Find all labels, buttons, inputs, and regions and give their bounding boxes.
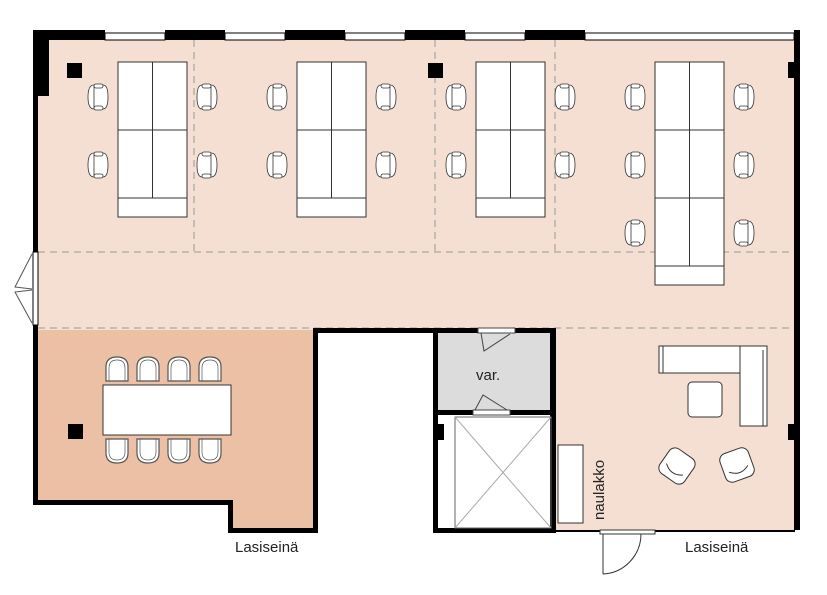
office-chair [624, 151, 646, 179]
meeting-chair [136, 356, 160, 382]
office-chair [196, 151, 218, 179]
desk [296, 61, 332, 131]
desk [475, 129, 511, 199]
storage-cabinet [296, 197, 367, 218]
desk [689, 197, 725, 267]
walls [33, 30, 800, 533]
desk [331, 129, 367, 199]
lounge-furniture [658, 345, 768, 485]
meeting-furniture [102, 356, 232, 464]
desk [296, 129, 332, 199]
office-chair [733, 219, 755, 247]
office-chair [554, 151, 576, 179]
entrance-double-door[interactable] [14, 251, 39, 326]
column [68, 424, 83, 439]
coat-rack-label: naulakko [591, 460, 608, 520]
desk [654, 197, 690, 267]
office-chair [445, 151, 467, 179]
office-chair [624, 83, 646, 111]
meeting-chair [167, 356, 191, 382]
meeting-chair [198, 438, 222, 464]
office-chair [266, 83, 288, 111]
meeting-chair [167, 438, 191, 464]
storage-cabinet [654, 265, 725, 286]
office-chair [445, 83, 467, 111]
desk [654, 129, 690, 199]
glass-wall-right-label: Lasiseinä [685, 539, 749, 556]
column [428, 63, 443, 78]
office-chair [375, 151, 397, 179]
meeting-chair [136, 438, 160, 464]
desk [331, 61, 367, 131]
office-chair [196, 83, 218, 111]
office-chair [375, 83, 397, 111]
storage-label: var. [476, 367, 500, 384]
meeting-chair [105, 356, 129, 382]
desk [510, 61, 546, 131]
meeting-table [102, 384, 232, 436]
desk [152, 129, 188, 199]
storage-cabinet [475, 197, 546, 218]
elevator-shaft [454, 416, 552, 529]
workstations [87, 61, 755, 286]
desk-group [87, 61, 218, 218]
desk [654, 61, 690, 131]
windows [104, 32, 795, 41]
desk-group [624, 61, 755, 286]
desk [510, 129, 546, 199]
storage-cabinet [117, 197, 188, 218]
open-office-floor [38, 40, 795, 530]
office-chair [733, 83, 755, 111]
desk [152, 61, 188, 131]
office-chair [554, 83, 576, 111]
office-chair [733, 151, 755, 179]
elevator-floor [436, 415, 553, 530]
coat-rack [557, 444, 584, 524]
meeting-chair [198, 356, 222, 382]
desk [689, 129, 725, 199]
desk [117, 61, 153, 131]
desk [117, 129, 153, 199]
desk [475, 61, 511, 131]
office-chair [87, 151, 109, 179]
desk [689, 61, 725, 131]
entrance-door[interactable] [599, 529, 656, 575]
coffee-table [687, 381, 723, 418]
desk-group [266, 61, 397, 218]
meeting-chair [105, 438, 129, 464]
office-chair [87, 83, 109, 111]
armchair [719, 447, 755, 483]
glass-wall-left-label: Lasiseinä [235, 539, 299, 556]
armchair [658, 447, 696, 485]
desk-group [445, 61, 576, 218]
office-chair [266, 151, 288, 179]
storage-doors[interactable] [472, 327, 516, 416]
column [67, 63, 82, 78]
office-chair [624, 219, 646, 247]
